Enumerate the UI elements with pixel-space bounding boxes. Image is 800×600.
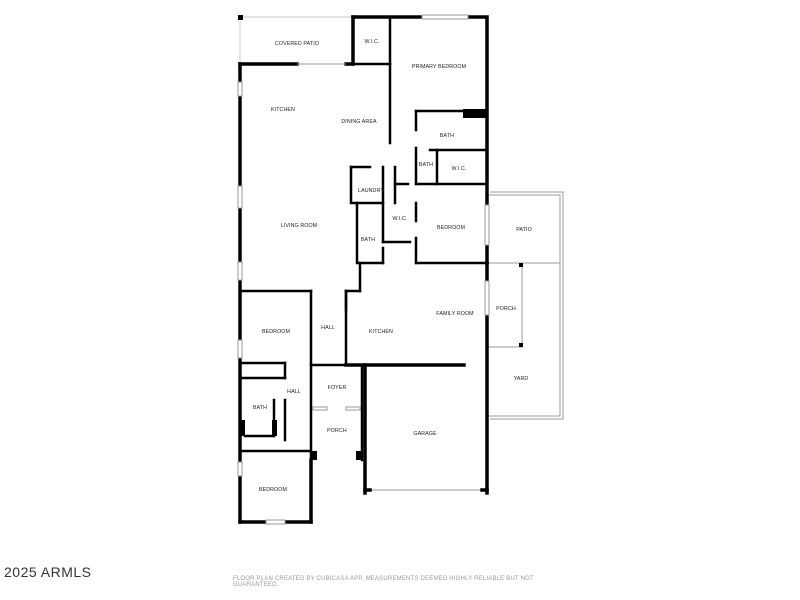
exterior-walls: [238, 15, 489, 524]
room-label-porch-front: PORCH: [327, 428, 347, 434]
room-label-garage: GARAGE: [413, 431, 437, 437]
room-label-hall-upper: HALL: [321, 325, 335, 331]
room-label-patio: PATIO: [516, 227, 532, 233]
floor-plan-credit: FLOOR PLAN CREATED BY CUBICASA APP. MEAS…: [233, 576, 534, 588]
room-label-bath-mid: BATH: [361, 237, 375, 243]
wall-pillars: [240, 109, 487, 460]
room-label-primary-bedroom: PRIMARY BEDROOM: [412, 64, 466, 70]
room-label-kitchen: KITCHEN: [271, 107, 295, 113]
watermark-text: 2025 ARMLS: [4, 564, 92, 580]
room-label-hall-lower: HALL: [287, 389, 301, 395]
room-label-bath-left: BATH: [253, 405, 267, 411]
yard-outline: [487, 191, 564, 420]
room-label-wic-primary: W.I.C.: [451, 166, 466, 172]
room-label-bath-primary-small: BATH: [419, 162, 433, 168]
windows: [237, 14, 490, 525]
room-label-foyer: FOYER: [328, 385, 347, 391]
room-label-living-room: LIVING ROOM: [281, 223, 317, 229]
room-label-wic-mid: W.I.C.: [392, 216, 407, 222]
room-label-bedroom-bottom: BEDROOM: [259, 487, 287, 493]
room-label-bedroom-mid: BEDROOM: [437, 225, 465, 231]
room-label-bath-primary: BATH: [440, 133, 454, 139]
room-label-covered-patio: COVERED PATIO: [275, 41, 319, 47]
covered-patio-outline: [238, 15, 353, 64]
room-label-laundry: LAUNDRY: [358, 188, 384, 194]
room-label-dining-area: DINING AREA: [341, 119, 377, 125]
room-label-bedroom-left: BEDROOM: [262, 329, 290, 335]
room-label-family-room: FAMILY ROOM: [436, 311, 473, 317]
room-label-wic-top: W.I.C.: [364, 39, 379, 45]
room-label-yard: YARD: [514, 376, 529, 382]
room-label-porch-right: PORCH: [496, 306, 516, 312]
room-label-kitchen-2: KITCHEN: [369, 329, 393, 335]
